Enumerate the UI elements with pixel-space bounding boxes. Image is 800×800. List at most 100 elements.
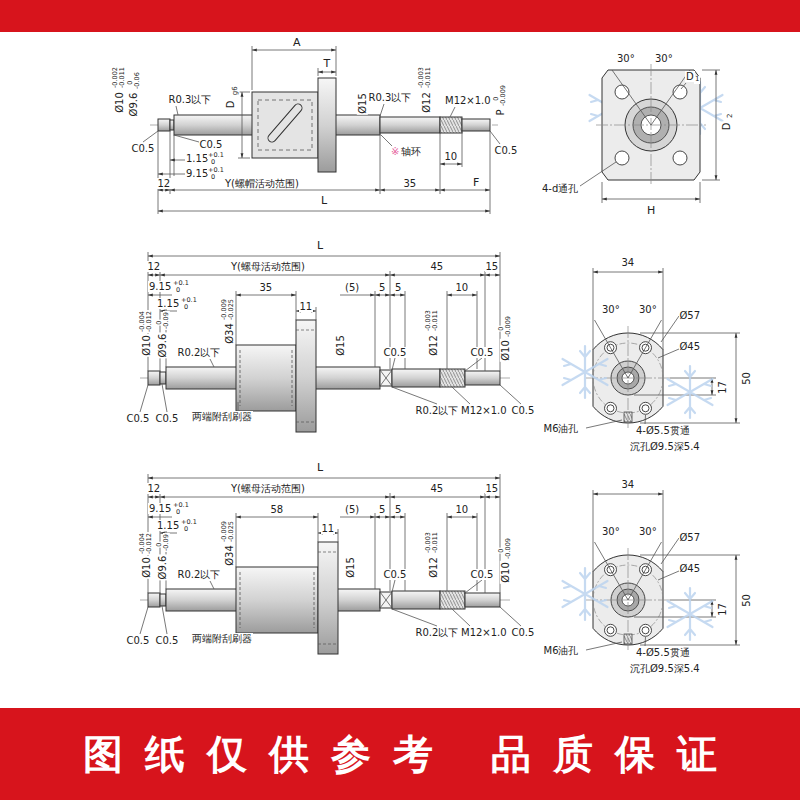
top-bar — [0, 0, 800, 32]
ball-nut-long-part — [314, 572, 315, 628]
dimension-label: Ø15 — [344, 556, 355, 579]
panel-1-part-part — [380, 133, 381, 194]
dimension-label: D — [225, 99, 236, 109]
dimension-label: 12 — [147, 261, 162, 272]
dimension-label: 0 — [127, 79, 134, 85]
dimension-label: C0.5 — [383, 569, 408, 580]
dimension-label: -0.06 — [133, 71, 140, 90]
screw-panel-part — [586, 268, 740, 428]
dimension-label: 沉孔Ø9.5深5.4 — [629, 441, 701, 452]
dimension-label: C0.5 — [511, 405, 536, 416]
screw-panel-part-part — [140, 385, 148, 412]
panel-1-part-part — [380, 117, 440, 133]
dimension-label: C0.5 — [199, 139, 224, 150]
dimension-label: 35 — [259, 282, 274, 293]
dimension-label: -0.011 — [431, 309, 438, 332]
dimension-label: 1 — [694, 76, 700, 84]
dimension-label: Ø10 — [140, 334, 151, 357]
dimension-label: 30° — [601, 304, 621, 315]
dimension-label: 5 — [378, 282, 386, 293]
panel-1-part-part — [602, 199, 700, 200]
dimension-label: 35 — [403, 178, 418, 189]
panel-1-part-part — [716, 70, 717, 180]
panel-1-part-part — [602, 182, 603, 203]
dimension-label: 10 — [455, 504, 470, 515]
dimension-label: D — [721, 121, 732, 131]
dimension-label: Ø10 — [499, 339, 510, 362]
screw-panel-part-part — [447, 291, 448, 369]
dimension-label: -0.009 — [504, 315, 511, 338]
screw-panel-part-part — [210, 359, 214, 367]
panel-1-part-part — [176, 106, 178, 115]
panel-1-part-part — [450, 107, 455, 117]
screw-panel-part-part — [440, 369, 465, 387]
dimension-label: 5 — [378, 504, 386, 515]
dimension-label: Ø34 — [223, 322, 234, 345]
dimension-label: 0 — [156, 541, 163, 547]
dimension-label: C0.5 — [383, 347, 408, 358]
dimension-label: 30° — [638, 526, 658, 537]
panel-1-part-part — [681, 83, 686, 89]
dimension-label: C0.5 — [511, 627, 536, 638]
dimension-label: 0 — [210, 174, 216, 181]
dimension-label: 4-Ø5.5贯通 — [635, 647, 691, 658]
dimension-label: C0.5 — [131, 143, 156, 154]
screw-panel-part-part — [661, 316, 679, 342]
screw-panel-part-part — [640, 402, 652, 414]
screw-panel-part-part — [340, 295, 375, 296]
panel-1-part-part — [702, 180, 720, 181]
screw-panel-part-part — [452, 387, 470, 404]
dimension-label: 轴环 — [400, 146, 422, 157]
dimension-label: 45 — [430, 483, 445, 494]
screw-panel-part — [148, 367, 500, 389]
dimension-label: 34 — [621, 257, 636, 268]
panel-1-part-part — [490, 131, 500, 144]
panel-1-part-part — [380, 190, 440, 191]
dimension-label: 34 — [621, 479, 636, 490]
screw-panel-part-part — [390, 295, 405, 296]
dimension-label: 5 — [394, 504, 402, 515]
panel-1-part-part — [170, 160, 185, 161]
dimension-label: P — [495, 108, 506, 116]
screw-panel-part-part — [380, 370, 392, 386]
dimension-label: Y(螺母活动范围) — [230, 483, 306, 494]
panel-1-part-part — [380, 104, 384, 116]
ball-nut-long-part — [240, 572, 241, 628]
dimension-label: 两端附刮刷器 — [191, 411, 253, 422]
dimension-label: Ø34 — [223, 544, 234, 567]
dimension-label: Ø10 — [140, 556, 151, 579]
panel-1-part-part — [158, 190, 170, 191]
screw-panel-part-part — [607, 405, 614, 412]
panel-1-part-part — [318, 78, 336, 172]
dimension-label: 17 — [716, 380, 727, 395]
dimension-label: C0.5 — [155, 413, 180, 424]
ball-nut-long-part-part — [338, 529, 339, 542]
dimension-label: Ø45 — [679, 341, 702, 352]
ball-nut-short-part — [296, 320, 316, 432]
panel-1-part-part — [702, 70, 720, 71]
dimension-label: 0 — [493, 95, 500, 101]
ball-nut-long-part — [318, 644, 338, 645]
panel-1-part-part — [158, 174, 185, 175]
dimension-label: 5 — [394, 282, 402, 293]
dimension-label: R0.3以下 — [368, 92, 413, 103]
dimension-label: -0.009 — [504, 537, 511, 560]
ball-nut-short-part-part — [236, 295, 296, 296]
dimension-label: -0.009 — [220, 520, 227, 543]
screw-panel-part — [668, 366, 713, 418]
screw-panel-part-part — [160, 372, 166, 384]
dimension-label: -0.011 — [431, 531, 438, 554]
dimension-label: -0.004 — [138, 310, 145, 333]
dimension-label: 0 — [210, 159, 216, 166]
dimension-label: 0 — [183, 304, 189, 311]
ball-nut-long-part — [236, 513, 338, 567]
ball-nut-long-part — [236, 567, 318, 633]
dimension-label: -0.025 — [227, 298, 234, 321]
screw-panel-part-part — [465, 358, 482, 371]
ball-nut-short-part-part — [316, 307, 317, 320]
panel-1-part-part — [612, 70, 651, 125]
dimension-label: H — [646, 205, 656, 217]
dimension-label: Ø10 — [113, 91, 124, 114]
dimension-label: R0.2以下 — [415, 405, 460, 416]
